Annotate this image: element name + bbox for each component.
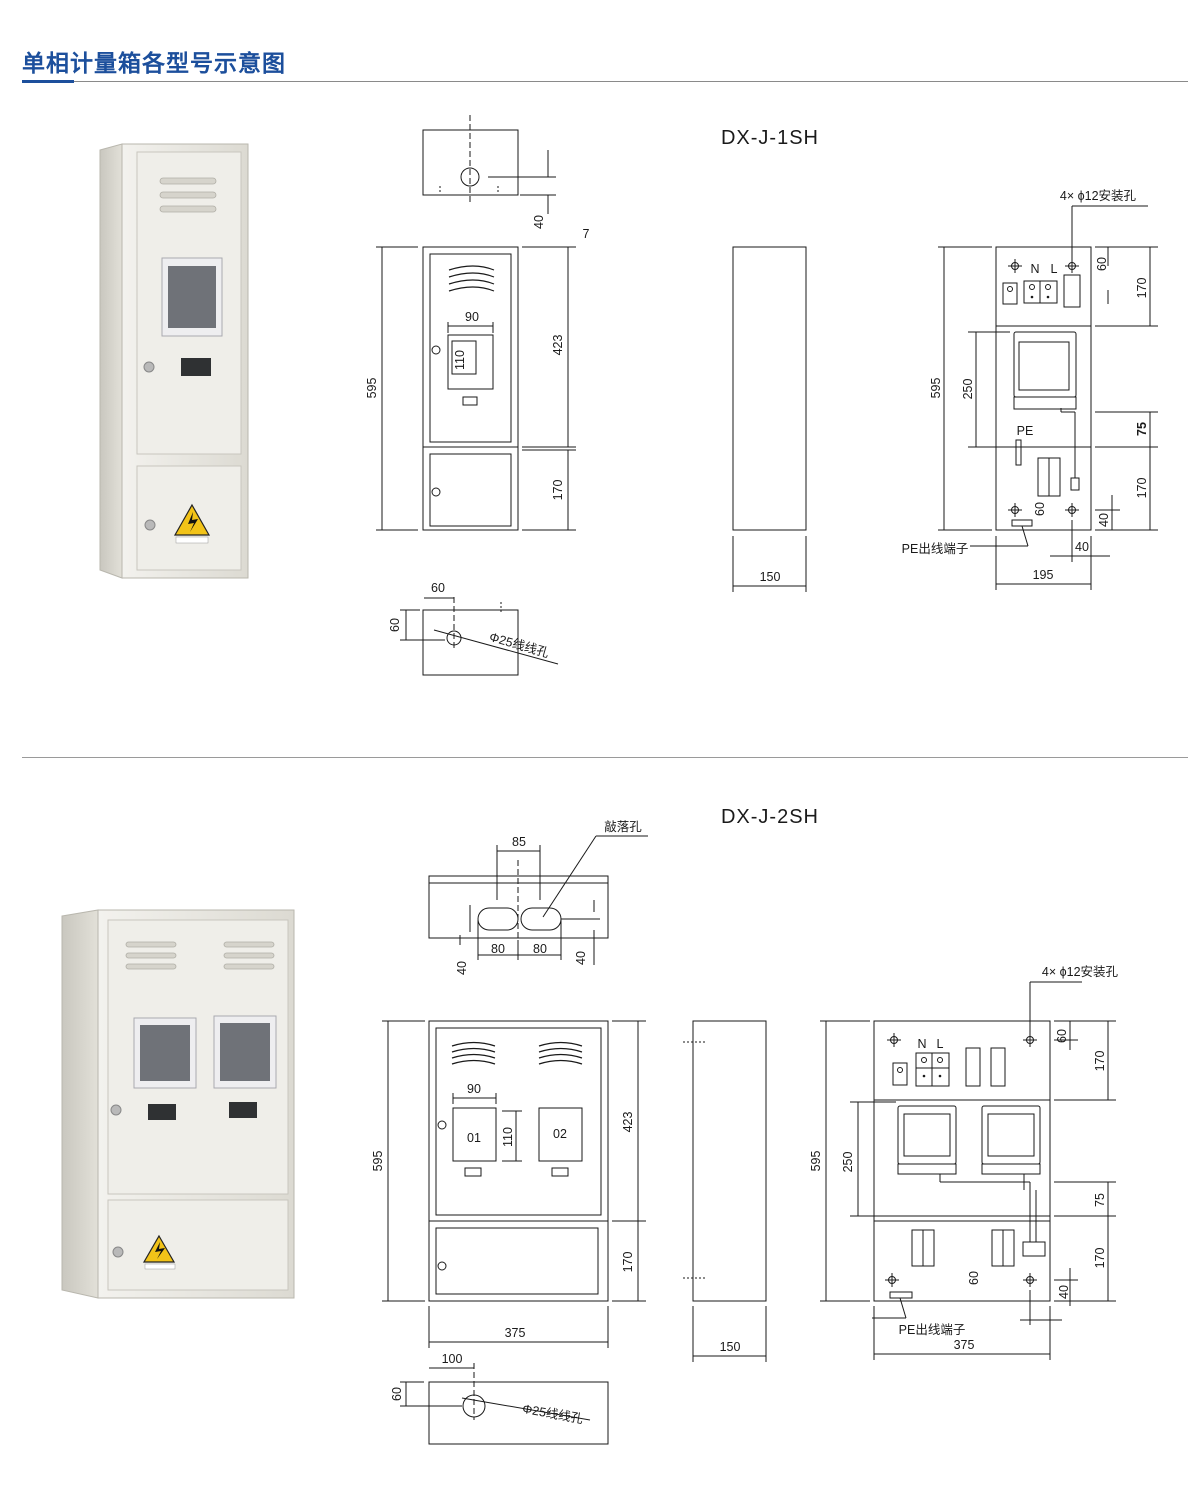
dim-label: 423 (621, 1112, 635, 1133)
pe-terminal-label: PE出线端子 (899, 1323, 966, 1337)
dim-label: 595 (929, 378, 943, 399)
mount-hole-label: 4× ϕ12安装孔 (1042, 964, 1119, 979)
dim-label: 375 (505, 1326, 526, 1340)
dim-label: 375 (954, 1338, 975, 1352)
dim-label: 85 (512, 835, 526, 849)
dim-label: 595 (365, 378, 379, 399)
model-label-2sh: DX-J-2SH (721, 806, 819, 828)
dim-label: 40 (1057, 1285, 1071, 1299)
neutral-label: N (1030, 262, 1039, 276)
line-label: L (937, 1037, 944, 1051)
bottom-view-1sh (400, 597, 559, 676)
dim-label: 40 (455, 961, 469, 975)
meter-label-02: 02 (553, 1127, 567, 1141)
dim-label: 110 (453, 350, 467, 370)
dim-label: 595 (371, 1151, 385, 1172)
dim-label: 150 (760, 570, 781, 584)
top-view-1sh (422, 115, 556, 214)
mount-hole-label: 4× ϕ12安装孔 (1060, 188, 1137, 203)
dim-label: 110 (501, 1127, 515, 1147)
top-view-2sh (428, 835, 648, 965)
dim-label: 60 (388, 618, 402, 632)
dim-label: 170 (1135, 278, 1149, 299)
dim-label: 423 (551, 335, 565, 356)
header-accent-bar (22, 80, 74, 83)
front-view-1sh (376, 246, 576, 531)
neutral-label: N (917, 1037, 926, 1051)
dim-label: 170 (551, 480, 565, 501)
front-view-2sh (382, 1020, 646, 1348)
dim-label: 75 (1093, 1193, 1107, 1207)
dim-label: 80 (533, 942, 547, 956)
dim-label: 60 (431, 581, 445, 595)
dim-label: 250 (961, 379, 975, 400)
dim-label: 100 (442, 1352, 463, 1366)
cable-hole-label: Φ25线线孔 (521, 1402, 584, 1427)
cabinet-photo-1sh (99, 143, 249, 579)
dim-label: 60 (967, 1271, 981, 1285)
knockout-label: 敲落孔 (604, 819, 642, 834)
dim-label: 60 (1095, 257, 1109, 271)
dim-label: 170 (1093, 1248, 1107, 1269)
dim-label: 250 (841, 1152, 855, 1173)
meter-label-01: 01 (467, 1131, 481, 1145)
model-label-1sh: DX-J-1SH (721, 127, 819, 149)
dim-label: 40 (1097, 513, 1111, 527)
side-view-2sh (683, 1020, 767, 1362)
dim-label: 90 (467, 1082, 481, 1096)
page-title: 单相计量箱各型号示意图 (22, 51, 286, 77)
dim-label: 150 (720, 1340, 741, 1354)
dim-label: 60 (1033, 502, 1047, 516)
dim-label: 170 (621, 1252, 635, 1273)
dim-label: 7 (583, 227, 590, 241)
pe-terminal-label: PE出线端子 (902, 542, 969, 556)
dim-label: 195 (1033, 568, 1054, 582)
terminal-dots (1007, 284, 1051, 299)
internal-layout-2sh (820, 981, 1116, 1360)
dim-label: 40 (532, 215, 546, 229)
dim-label: 60 (1055, 1029, 1069, 1043)
dim-label: 170 (1135, 478, 1149, 499)
section-divider (22, 757, 1188, 758)
cable-hole-label: Φ25线线孔 (488, 630, 551, 661)
dim-label: 60 (390, 1387, 404, 1401)
dim-label: 595 (809, 1151, 823, 1172)
line-label: L (1051, 262, 1058, 276)
cabinet-photo-2sh (61, 909, 295, 1299)
dim-label: 170 (1093, 1051, 1107, 1072)
dim-label: 80 (491, 942, 505, 956)
side-view-1sh (732, 246, 807, 592)
bottom-view-2sh (400, 1363, 609, 1445)
internal-layout-1sh (938, 205, 1158, 590)
dim-label: 90 (465, 310, 479, 324)
dim-label: 75 (1135, 422, 1149, 436)
dim-label: 40 (1075, 540, 1089, 554)
terminal-dots (897, 1057, 943, 1078)
dim-label: 40 (574, 951, 588, 965)
header-divider (22, 81, 1188, 82)
pe-label: PE (1017, 424, 1034, 438)
